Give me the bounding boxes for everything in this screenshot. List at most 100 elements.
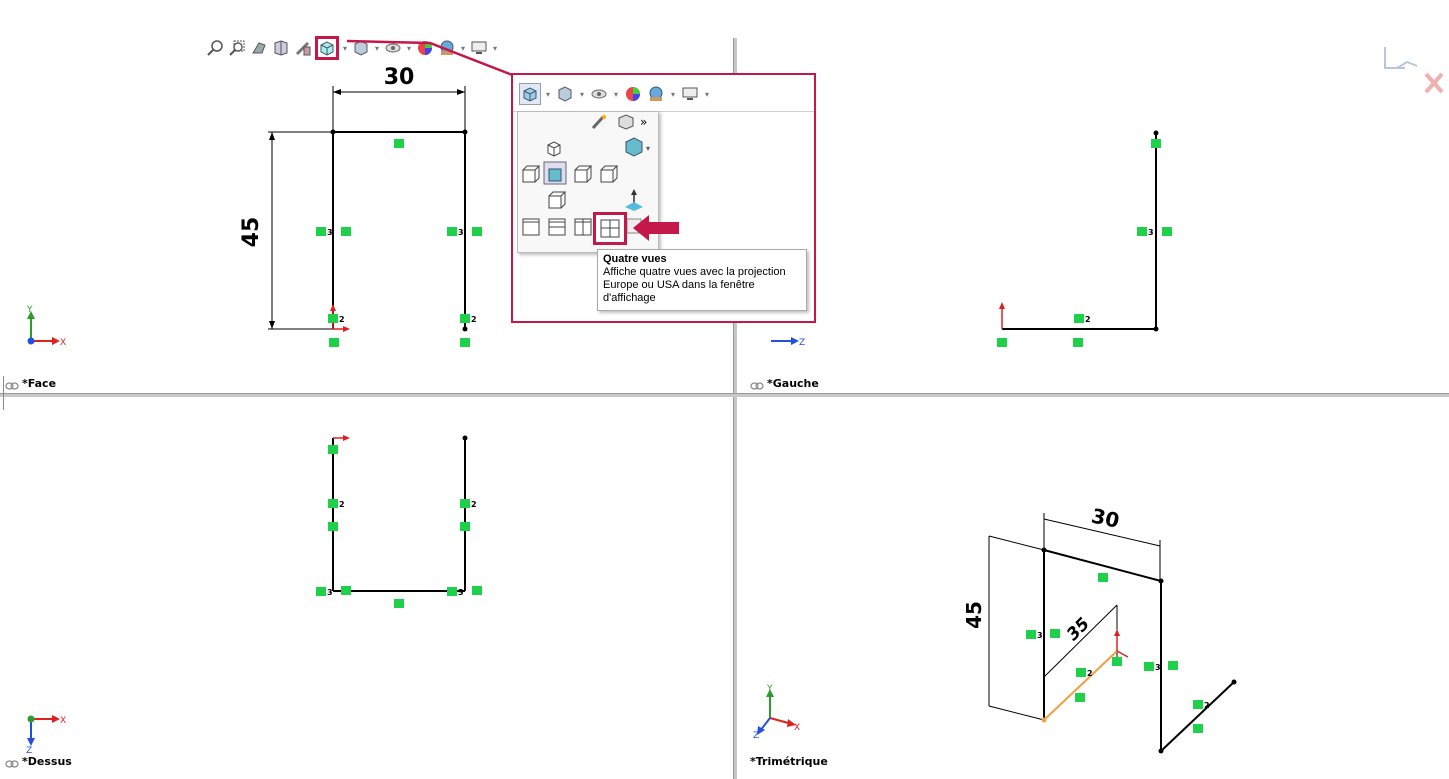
viewport-gauche[interactable]: 3 2 Z *Gauche	[737, 0, 1449, 393]
four-view-button[interactable]	[593, 212, 627, 245]
dimension-depth-iso: 35	[1063, 614, 1094, 645]
svg-text:2: 2	[471, 315, 477, 324]
two-view-vertical-icon[interactable]	[574, 218, 592, 236]
chevron-down-icon[interactable]: ▾	[492, 43, 497, 53]
zoom-fit-icon[interactable]	[205, 38, 225, 58]
gauche-sketch: 3 2 Z	[771, 47, 1444, 348]
heads-up-view-toolbar: ▾ ▾ ▾ ▾ ▾	[205, 36, 499, 60]
svg-text:Z: Z	[753, 731, 759, 741]
svg-text:3: 3	[1037, 631, 1043, 640]
viewport-divider-vertical[interactable]	[733, 38, 737, 779]
dimension-height-face: 45	[239, 217, 264, 248]
two-view-horizontal-icon[interactable]	[548, 218, 566, 236]
chevron-down-icon[interactable]: ▾	[579, 89, 584, 99]
view-orientation-icon[interactable]	[519, 83, 541, 105]
svg-text:3: 3	[458, 588, 464, 597]
link-views-icon[interactable]	[5, 758, 19, 768]
viewport-divider-horizontal[interactable]	[0, 393, 1449, 397]
viewport-label-text: *Trimétrique	[750, 755, 828, 768]
callout-connector	[346, 39, 516, 78]
svg-text:2: 2	[339, 315, 345, 324]
dimension-width-iso: 30	[1089, 504, 1121, 533]
section-view-icon[interactable]	[271, 38, 291, 58]
svg-text:3: 3	[1155, 663, 1161, 672]
pointer-arrow-icon	[633, 215, 679, 241]
tooltip-title: Quatre vues	[603, 253, 667, 265]
viewport-label-text: *Dessus	[22, 755, 72, 768]
up-axis-icon[interactable]	[625, 189, 643, 211]
chevron-down-icon[interactable]: ▾	[613, 89, 618, 99]
chevron-down-icon[interactable]: ▾	[342, 43, 347, 53]
previous-view-icon[interactable]	[249, 38, 269, 58]
chevron-down-icon[interactable]: ▾	[374, 43, 379, 53]
zoomed-callout: ▾ ▾ ▾ ▾ ▾ » ▾	[511, 73, 816, 323]
viewport-trimetrique[interactable]: 30 45 35 3 2 3 2	[737, 397, 1449, 779]
viewport-label-dessus: *Dessus	[5, 755, 72, 768]
svg-text:3: 3	[458, 228, 464, 237]
viewport-dessus[interactable]: 2 2 3 3 X Z *Dessus	[0, 397, 733, 779]
cancel-corner-icon[interactable]	[1424, 72, 1444, 94]
face-sketch: 30 45 3 3 2 2	[26, 65, 482, 348]
scene-icon[interactable]	[646, 84, 666, 104]
viewport-label-text: *Face	[22, 377, 57, 390]
front-view-icon[interactable]	[543, 161, 567, 185]
svg-text:2: 2	[471, 500, 477, 509]
chevron-down-icon[interactable]: ▾	[406, 43, 411, 53]
dimension-height-iso: 45	[962, 601, 986, 629]
dynamic-annotation-icon[interactable]	[293, 38, 313, 58]
triad-dessus: X Z	[26, 715, 66, 756]
right-view-icon[interactable]	[574, 165, 593, 183]
view-cube-blue-icon[interactable]	[625, 137, 643, 157]
chevron-down-icon[interactable]: ▾	[646, 144, 650, 153]
confirm-corner-icon[interactable]	[1384, 47, 1418, 69]
svg-text:Y: Y	[766, 684, 773, 694]
svg-text:X: X	[794, 723, 800, 733]
dimension-width-face: 30	[384, 65, 415, 90]
back-view-icon[interactable]	[600, 165, 619, 183]
bottom-view-icon[interactable]	[548, 191, 567, 209]
edit-appearance-icon[interactable]	[623, 84, 643, 104]
single-view-icon[interactable]	[522, 218, 540, 236]
link-views-icon[interactable]	[5, 380, 19, 390]
viewport-label-face: *Face	[5, 377, 56, 390]
tooltip-body: Affiche quatre vues avec la projection E…	[603, 266, 786, 304]
callout-toolbar: ▾ ▾ ▾ ▾ ▾	[513, 75, 814, 112]
dessus-sketch: 2 2 3 3 X Z	[26, 435, 482, 756]
left-view-icon[interactable]	[522, 165, 541, 183]
more-icon[interactable]: »	[640, 115, 647, 129]
svg-text:3: 3	[1148, 228, 1154, 237]
chevron-down-icon[interactable]: ▾	[545, 89, 550, 99]
viewport-label-text: *Gauche	[767, 377, 819, 390]
hide-show-icon[interactable]	[383, 38, 403, 58]
panel-edge	[0, 376, 4, 410]
chevron-down-icon[interactable]: ▾	[460, 43, 465, 53]
viewport-label-gauche: *Gauche	[750, 377, 819, 390]
view-settings-icon[interactable]	[469, 38, 489, 58]
triad-gauche: Z	[771, 337, 805, 348]
four-view-icon	[600, 219, 620, 238]
svg-text:Y: Y	[26, 305, 33, 315]
triad-trimetrique: Y X Z	[753, 684, 800, 741]
svg-text:2: 2	[1087, 669, 1093, 678]
svg-text:3: 3	[327, 228, 333, 237]
chevron-down-icon[interactable]: ▾	[704, 89, 709, 99]
svg-text:Z: Z	[26, 746, 32, 756]
svg-text:3: 3	[327, 588, 333, 597]
view-settings-icon[interactable]	[680, 84, 700, 104]
zoom-area-icon[interactable]	[227, 38, 247, 58]
viewport-label-trimetrique: *Trimétrique	[750, 755, 828, 768]
hide-show-icon[interactable]	[589, 84, 609, 104]
svg-text:2: 2	[1204, 701, 1210, 710]
svg-text:2: 2	[1085, 315, 1091, 324]
isometric-view-icon[interactable]	[547, 141, 561, 157]
svg-text:X: X	[60, 338, 66, 348]
magic-wand-icon[interactable]	[591, 115, 606, 130]
display-style-icon[interactable]	[555, 84, 575, 104]
triad-face: Y X	[26, 305, 66, 348]
view-orientation-icon[interactable]	[315, 36, 339, 60]
trimetrique-sketch: 30 45 35 3 2 3 2	[753, 504, 1237, 754]
chevron-down-icon[interactable]: ▾	[670, 89, 675, 99]
link-views-icon[interactable]	[750, 380, 764, 390]
svg-text:Z: Z	[799, 338, 805, 348]
normal-to-icon[interactable]	[618, 114, 634, 130]
